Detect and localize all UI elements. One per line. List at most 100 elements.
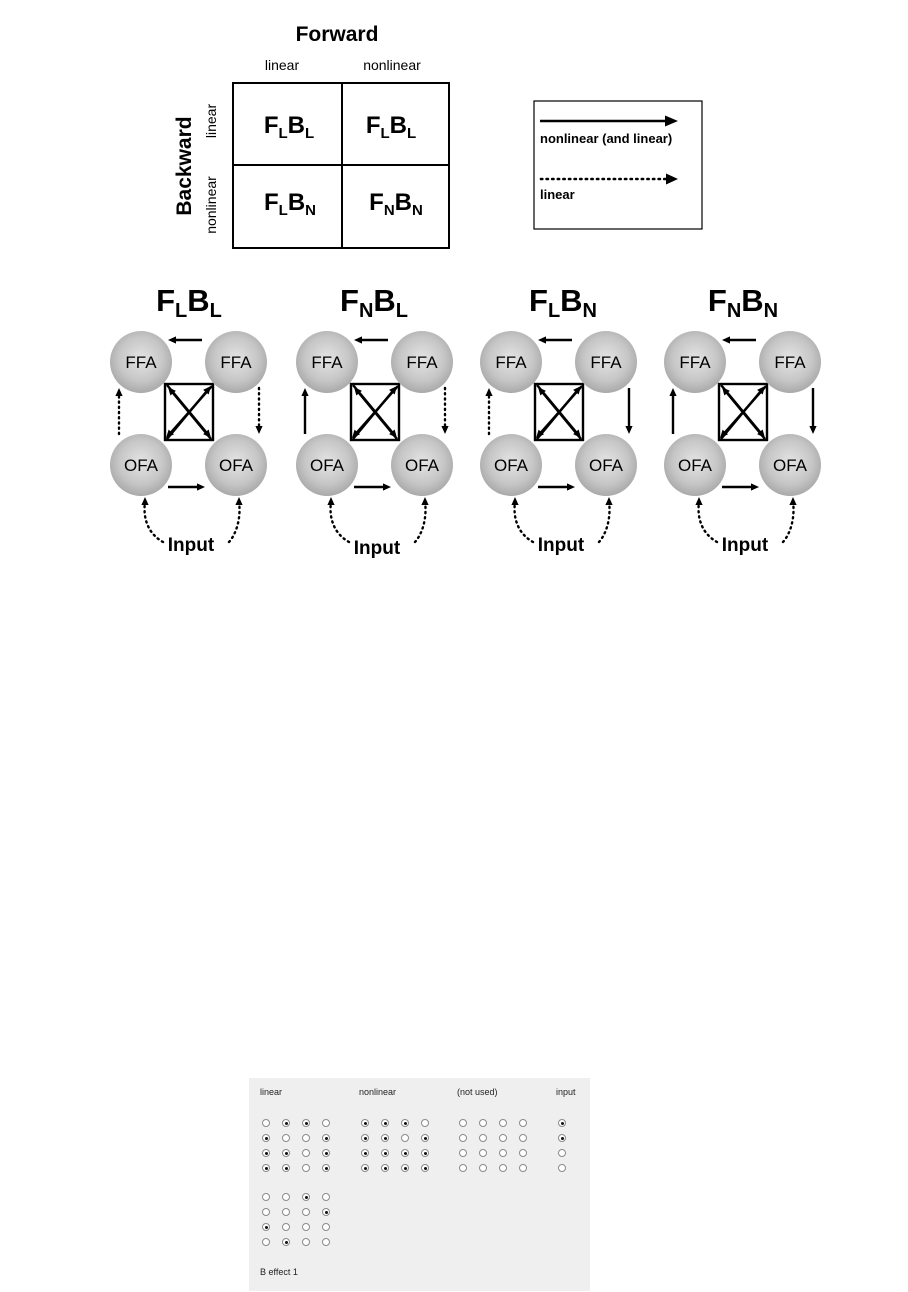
radio-button[interactable] [479, 1119, 487, 1127]
node-ffa-left [296, 331, 358, 393]
radio-button[interactable] [262, 1208, 270, 1216]
radio-button[interactable] [302, 1238, 310, 1246]
radio-button[interactable] [479, 1149, 487, 1157]
radio-button[interactable] [401, 1149, 409, 1157]
radio-button[interactable] [282, 1134, 290, 1142]
arrow-ofa-left-to-right-head [197, 483, 205, 491]
radio-button[interactable] [459, 1149, 467, 1157]
input-line-left [697, 500, 719, 544]
radio-button[interactable] [459, 1134, 467, 1142]
radio-button[interactable] [401, 1134, 409, 1142]
radio-button[interactable] [262, 1134, 270, 1142]
model-title: FNBN [708, 283, 778, 322]
legend-dotted-label: linear [540, 187, 575, 202]
radio-button[interactable] [322, 1193, 330, 1201]
radio-button[interactable] [282, 1208, 290, 1216]
radio-button[interactable] [558, 1119, 566, 1127]
backward-label: Backward [173, 116, 196, 215]
model-title: FLBL [156, 283, 222, 322]
radio-button[interactable] [401, 1119, 409, 1127]
radio-button[interactable] [381, 1119, 389, 1127]
radio-button[interactable] [558, 1164, 566, 1172]
radio-button[interactable] [401, 1164, 409, 1172]
radio-button[interactable] [302, 1208, 310, 1216]
radio-button[interactable] [322, 1149, 330, 1157]
radio-button[interactable] [262, 1238, 270, 1246]
radio-button[interactable] [361, 1119, 369, 1127]
radio-button[interactable] [282, 1119, 290, 1127]
arrow-diagonal-down-left [355, 385, 399, 435]
radio-button[interactable] [459, 1164, 467, 1172]
radio-button[interactable] [262, 1164, 270, 1172]
radio-button[interactable] [479, 1164, 487, 1172]
arrow-diagonal-down [352, 384, 395, 435]
radio-button[interactable] [322, 1238, 330, 1246]
radio-button[interactable] [302, 1149, 310, 1157]
arrow-diagonal-down-left-head [166, 429, 174, 438]
arrow-ofa-to-ffa-left-head [485, 388, 493, 396]
node-ffa-right-label: FFA [590, 353, 622, 372]
radio-button[interactable] [322, 1208, 330, 1216]
radio-button[interactable] [499, 1164, 507, 1172]
radio-panel: linear nonlinear (not used) input B effe… [249, 1078, 590, 1291]
radio-button[interactable] [361, 1164, 369, 1172]
radio-button[interactable] [519, 1119, 527, 1127]
radio-button[interactable] [262, 1149, 270, 1157]
radio-button[interactable] [381, 1164, 389, 1172]
radio-button[interactable] [282, 1149, 290, 1157]
radio-button[interactable] [499, 1134, 507, 1142]
radio-button[interactable] [282, 1238, 290, 1246]
radio-button[interactable] [322, 1134, 330, 1142]
input-line-left-head [141, 497, 149, 505]
radio-header-nonlinear: nonlinear [359, 1087, 397, 1097]
radio-button[interactable] [558, 1134, 566, 1142]
radio-header-not-used: (not used) [457, 1087, 498, 1097]
node-ffa-left-label: FFA [679, 353, 711, 372]
input-line-left [143, 500, 165, 544]
radio-button[interactable] [302, 1119, 310, 1127]
radio-button[interactable] [499, 1149, 507, 1157]
node-ofa-left [110, 434, 172, 496]
radio-button[interactable] [459, 1119, 467, 1127]
node-ofa-right [391, 434, 453, 496]
radio-button[interactable] [282, 1193, 290, 1201]
radio-button[interactable] [381, 1149, 389, 1157]
node-ofa-left [664, 434, 726, 496]
radio-button[interactable] [381, 1134, 389, 1142]
radio-button[interactable] [262, 1223, 270, 1231]
radio-button[interactable] [558, 1149, 566, 1157]
radio-button[interactable] [421, 1149, 429, 1157]
arrow-ffa-right-to-left-head [538, 336, 546, 344]
radio-button[interactable] [282, 1164, 290, 1172]
radio-button[interactable] [361, 1149, 369, 1157]
radio-button[interactable] [519, 1149, 527, 1157]
radio-button[interactable] [519, 1134, 527, 1142]
radio-button[interactable] [302, 1134, 310, 1142]
radio-button[interactable] [499, 1119, 507, 1127]
radio-button[interactable] [421, 1164, 429, 1172]
node-ofa-right [759, 434, 821, 496]
radio-button[interactable] [262, 1193, 270, 1201]
radio-button[interactable] [322, 1223, 330, 1231]
radio-button[interactable] [479, 1134, 487, 1142]
arrow-ofa-to-ffa-left-head [115, 388, 123, 396]
radio-button[interactable] [519, 1164, 527, 1172]
radio-button[interactable] [421, 1119, 429, 1127]
radio-button[interactable] [262, 1119, 270, 1127]
forward-label: Forward [296, 23, 379, 46]
radio-button[interactable] [421, 1134, 429, 1142]
radio-button[interactable] [282, 1223, 290, 1231]
cross-box [717, 382, 769, 442]
cross-box [533, 382, 585, 442]
radio-button[interactable] [361, 1134, 369, 1142]
radio-button[interactable] [322, 1164, 330, 1172]
input-line-right-head [605, 497, 613, 505]
radio-button[interactable] [302, 1164, 310, 1172]
radio-button[interactable] [322, 1119, 330, 1127]
arrow-diagonal-down [166, 384, 209, 435]
radio-button[interactable] [302, 1223, 310, 1231]
radio-button[interactable] [302, 1193, 310, 1201]
